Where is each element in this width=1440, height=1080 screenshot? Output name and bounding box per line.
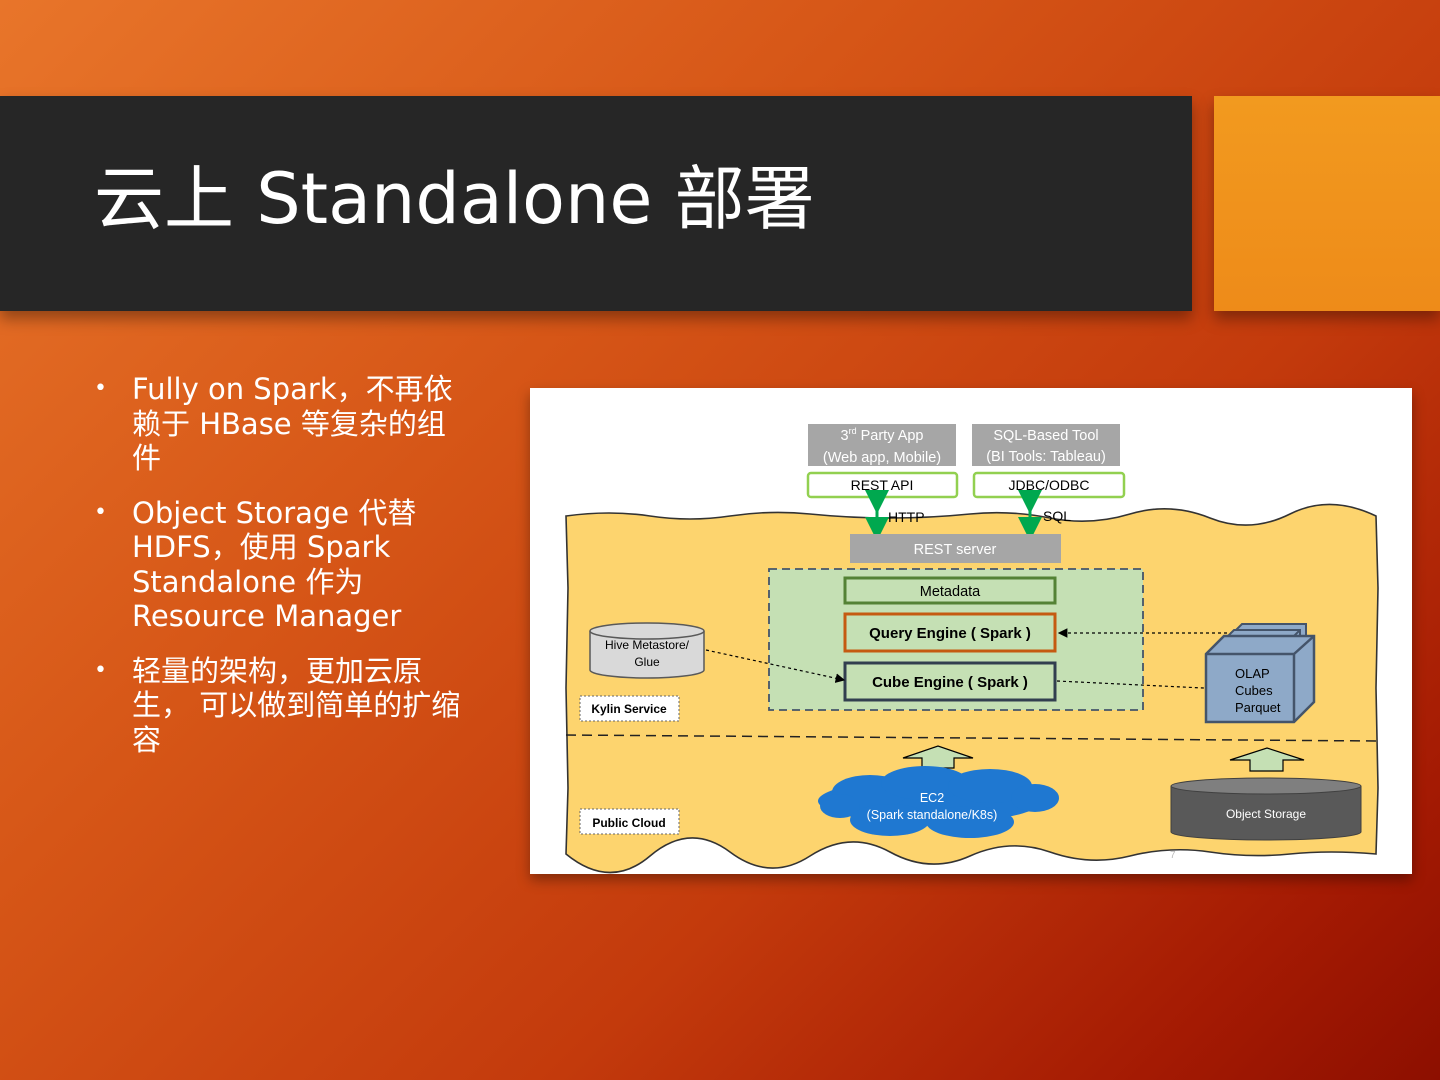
title-bar xyxy=(0,96,1192,311)
sql-tool-sublabel: (BI Tools: Tableau) xyxy=(986,449,1106,465)
ec2-up-arrow xyxy=(902,745,974,769)
ec2-label: EC2 xyxy=(920,791,944,805)
architecture-diagram-svg: 3rd Party App (Web app, Mobile) SQL-Base… xyxy=(565,424,1379,874)
bullet-item: • Object Storage 代替 HDFS，使用 Spark Standa… xyxy=(94,496,474,634)
kylin-service-label: Kylin Service xyxy=(591,702,667,716)
bullet-text: Object Storage 代替 HDFS，使用 Spark Standalo… xyxy=(132,495,417,634)
olap-cubes-label: Cubes xyxy=(1235,683,1273,698)
separator-line xyxy=(565,734,1377,742)
public-cloud-label: Public Cloud xyxy=(592,816,665,830)
object-storage-icon xyxy=(1170,777,1362,841)
bullet-item: • 轻量的架构，更加云原生， 可以做到简单的扩缩容 xyxy=(94,654,474,758)
rest-server-label: REST server xyxy=(914,542,997,558)
ec2-cloud-icon xyxy=(818,766,1059,838)
jdbc-box xyxy=(972,471,1126,499)
hive-metastore-icon xyxy=(589,622,705,679)
bullet-text: 轻量的架构，更加云原生， 可以做到简单的扩缩容 xyxy=(132,653,461,757)
architecture-diagram: 3rd Party App (Web app, Mobile) SQL-Base… xyxy=(530,388,1412,874)
kylin-service-tag xyxy=(579,695,680,722)
cube-engine-label: Cube Engine ( Spark ) xyxy=(872,674,1028,691)
rest-api-label: REST API xyxy=(851,477,914,493)
sql-tool-box xyxy=(972,424,1120,466)
page-number: 7 xyxy=(1170,850,1176,861)
accent-block xyxy=(1214,96,1440,311)
olap-label: OLAP xyxy=(1235,666,1270,681)
storage-up-arrow xyxy=(1229,747,1305,772)
cube-engine-box xyxy=(843,661,1057,702)
query-engine-box xyxy=(843,612,1057,653)
jdbc-label: JDBC/ODBC xyxy=(1009,477,1090,493)
cube-to-olap-arrow xyxy=(1056,680,1226,694)
bullet-dot-icon: • xyxy=(94,657,107,683)
bullet-item: • Fully on Spark，不再依赖于 HBase 等复杂的组件 xyxy=(94,372,474,476)
hive-metastore-label: Hive Metastore/ xyxy=(605,638,690,652)
sql-label: SQL xyxy=(1043,508,1071,524)
party-app-box xyxy=(808,424,956,466)
bullet-dot-icon: • xyxy=(94,376,107,401)
query-engine-label: Query Engine ( Spark ) xyxy=(869,625,1031,642)
http-label: HTTP xyxy=(888,509,925,525)
object-storage-label: Object Storage xyxy=(1226,807,1306,821)
sql-tool-label: SQL-Based Tool xyxy=(993,428,1098,444)
bullet-dot-icon: • xyxy=(94,499,107,525)
bullet-text: Fully on Spark，不再依赖于 HBase 等复杂的组件 xyxy=(132,372,453,475)
metadata-label: Metadata xyxy=(920,584,981,600)
olap-cubes-icon xyxy=(1204,623,1316,724)
hive-metastore-sublabel: Glue xyxy=(634,655,660,669)
party-app-sublabel: (Web app, Mobile) xyxy=(823,450,941,466)
slide-title: 云上 Standalone 部署 xyxy=(94,158,815,240)
public-cloud-tag xyxy=(579,808,680,835)
olap-parquet-label: Parquet xyxy=(1235,700,1281,715)
ec2-sublabel: (Spark standalone/K8s) xyxy=(867,808,998,822)
bullet-list: • Fully on Spark，不再依赖于 HBase 等复杂的组件 • Ob… xyxy=(94,372,474,777)
metadata-box xyxy=(843,576,1057,605)
rest-server-box xyxy=(850,534,1061,563)
party-app-label: 3rd Party App xyxy=(841,426,924,444)
